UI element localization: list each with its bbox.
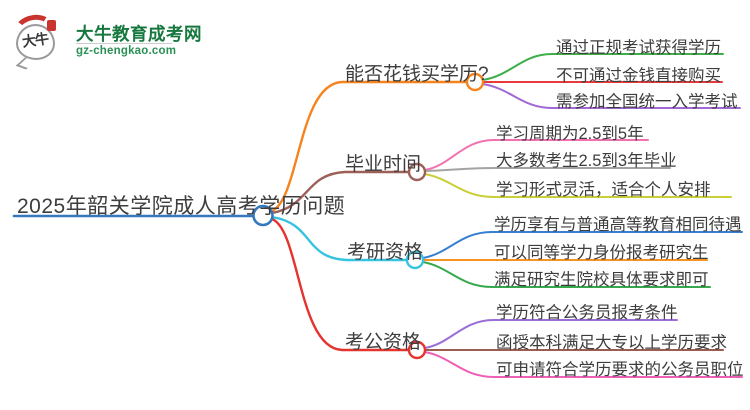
leaf-3-3-connector	[422, 261, 711, 288]
branch-4-node-circle[interactable]	[407, 340, 427, 360]
leaf-2-2-connector	[424, 167, 671, 172]
branch-1-label[interactable]: 能否花钱买学历?	[345, 64, 489, 85]
branch-2-label[interactable]: 毕业时间	[345, 154, 422, 175]
brand-logo-icon: 大牛	[12, 11, 62, 70]
leaf-3-2-label[interactable]: 可以同等学力身份报考研究生	[494, 244, 709, 262]
branch-3-node-circle[interactable]	[405, 250, 425, 270]
leaf-1-1-connector	[482, 53, 724, 81]
root-node-circle[interactable]	[252, 204, 274, 227]
leaf-4-3-label[interactable]: 可申请符合学历要求的公务员职位	[496, 361, 744, 379]
leaf-2-1-connector	[424, 139, 649, 171]
speech-bubble-icon	[16, 24, 55, 60]
brand-divider	[76, 43, 172, 44]
leaf-3-1-label[interactable]: 学历享有与普通高等教育相同待遇	[494, 216, 742, 234]
leaf-4-1-connector	[424, 319, 678, 349]
brand-domain: gz-chengkao.com	[76, 45, 177, 57]
logo-glyph-text: 大牛	[21, 30, 49, 50]
leaf-2-3-label[interactable]: 学习形式灵活，适合个人安排	[496, 181, 711, 199]
branch-4-label[interactable]: 考公资格	[345, 332, 422, 353]
root-topic-label[interactable]: 2025年韶关学院成人高考学历问题	[17, 195, 346, 218]
leaf-1-2-label[interactable]: 不可通过金钱直接购买	[556, 67, 721, 85]
leaf-2-1-label[interactable]: 学习周期为2.5到5年	[496, 125, 644, 143]
branch-3-label[interactable]: 考研资格	[347, 242, 424, 263]
leaf-4-2-label[interactable]: 函授本科满足大专以上学历要求	[496, 334, 727, 352]
branch-2-connector	[270, 170, 410, 215]
leaf-2-2-label[interactable]: 大多数考生2.5到3年毕业	[496, 152, 677, 170]
branch-1-node-circle[interactable]	[465, 72, 485, 92]
red-seal-icon	[47, 20, 56, 31]
brand-logo: 大牛 大牛教育成考网 gz-chengkao.com	[12, 11, 254, 70]
leaf-4-1-label[interactable]: 学历符合公务员报考条件	[496, 304, 678, 322]
branch-2-node-circle[interactable]	[407, 162, 427, 182]
leaf-4-3-connector	[424, 351, 743, 378]
branch-3-connector	[270, 215, 408, 262]
leaf-1-1-label[interactable]: 通过正规考试获得学历	[556, 39, 721, 57]
branch-4-connector	[270, 217, 410, 352]
brand-title: 大牛教育成考网	[76, 24, 202, 44]
leaf-3-1-connector	[422, 231, 743, 259]
leaf-1-3-label[interactable]: 需参加全国统一入学考试	[556, 93, 738, 111]
leaf-1-3-connector	[482, 83, 741, 109]
branch-1-connector	[270, 80, 468, 213]
leaf-2-3-connector	[424, 173, 732, 198]
leaf-3-3-label[interactable]: 满足研究生院校具体要求即可	[494, 271, 709, 289]
